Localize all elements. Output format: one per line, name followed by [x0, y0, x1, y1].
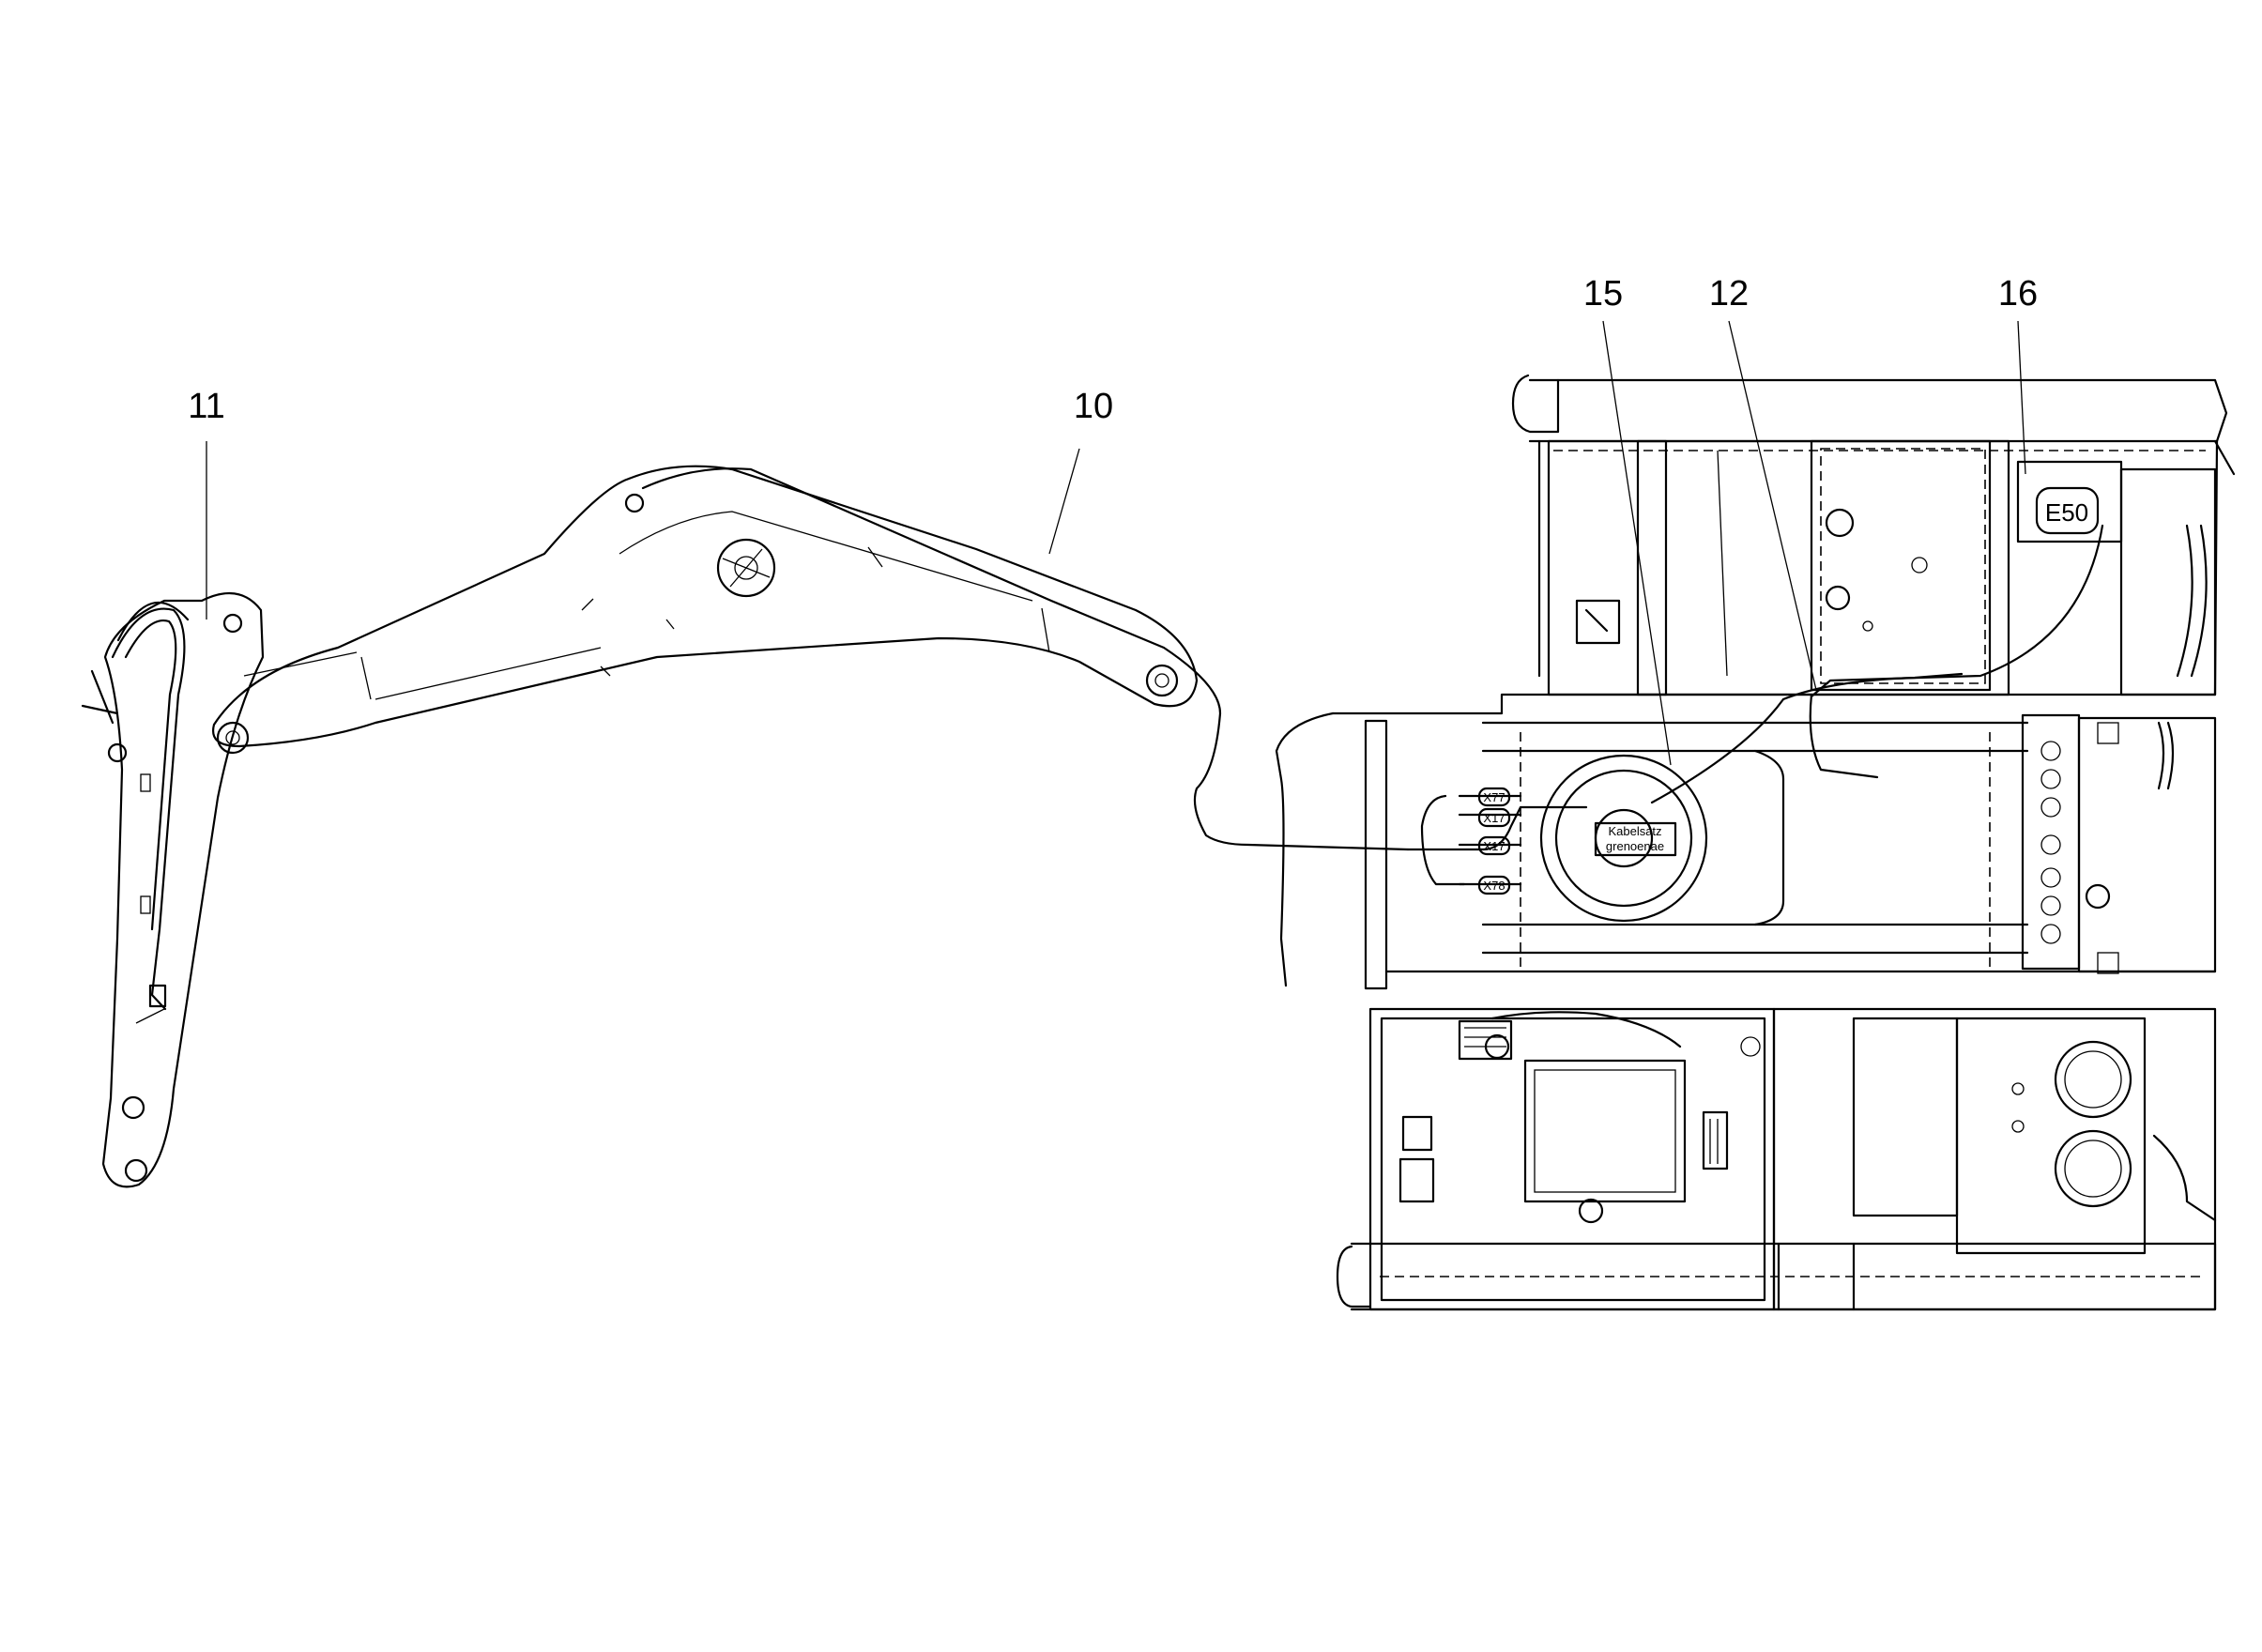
stick-arm: [81, 591, 265, 1188]
svg-text:Kabelsatz: Kabelsatz: [1608, 824, 1661, 838]
boom-10: [212, 465, 1199, 755]
connector-x17b: X17: [1477, 835, 1511, 856]
callout-16: 16: [1998, 274, 2038, 314]
harness-10: [641, 467, 1410, 851]
svg-text:grenoenae: grenoenae: [1606, 839, 1664, 853]
harness-12-15: [1406, 672, 1964, 886]
svg-text:X17: X17: [1483, 839, 1505, 853]
svg-text:X78: X78: [1483, 879, 1505, 893]
upper-carriage: [1275, 374, 2236, 1311]
svg-text:E50: E50: [2045, 498, 2088, 527]
harness-11: [111, 601, 190, 1024]
component-e50: E50: [2045, 498, 2088, 527]
callout-11: 11: [188, 387, 224, 426]
svg-text:X77: X77: [1483, 790, 1505, 804]
cable-set-label: Kabelsatz grenoenae: [1606, 824, 1664, 853]
connector-x17a: X17: [1477, 807, 1511, 828]
leader-lines: [206, 320, 2026, 766]
callout-15: 15: [1583, 274, 1623, 314]
svg-text:X17: X17: [1483, 811, 1505, 825]
connector-x78: X78: [1477, 875, 1511, 895]
callout-12: 12: [1709, 274, 1749, 314]
callout-10: 10: [1074, 387, 1113, 426]
connector-x77: X77: [1477, 787, 1511, 807]
